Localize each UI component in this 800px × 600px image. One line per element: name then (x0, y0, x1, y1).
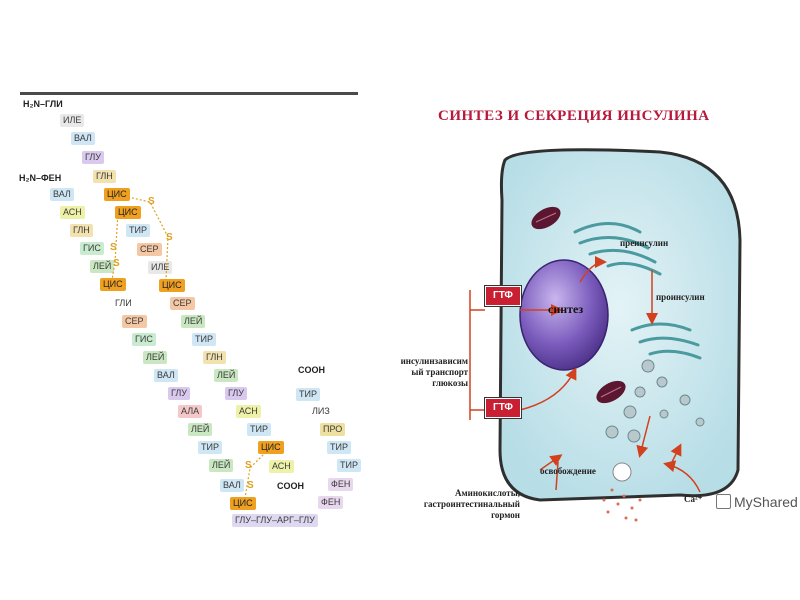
residue-b9: ГИС (132, 333, 156, 346)
residue-b4: ГИС (80, 242, 104, 255)
gtf-bottom-box: ГТФ (485, 398, 521, 418)
residue-b14: ЛЕЙ (188, 423, 213, 436)
residue-b16: ЛЕЙ (209, 459, 234, 472)
residue-c1: ТИР (296, 388, 320, 401)
residue-b19: ГЛУ–ГЛУ–АРГ–ГЛУ (232, 514, 318, 527)
n-terminus-a: H₂N–ГЛИ (23, 99, 63, 109)
flow-arrows (469, 256, 701, 493)
residue-b2: АСН (60, 206, 85, 219)
residue-b13: АЛА (178, 405, 203, 418)
transport-line-2: ый транспорт (411, 367, 468, 377)
c-terminus-b: COOH (298, 365, 325, 375)
residue-a11: СЕР (170, 297, 195, 310)
watermark: MyShared (716, 494, 798, 510)
secretory-granules (605, 359, 705, 443)
residue-c4: ТИР (327, 441, 351, 454)
residue-a17: АСН (236, 405, 261, 418)
residue-a1: ИЛЕ (60, 114, 85, 127)
gtf-top-box: ГТФ (485, 286, 521, 306)
myshared-logo-icon (716, 494, 731, 509)
residue-b10: ЛЕЙ (143, 351, 168, 364)
residue-b7: ГЛИ (112, 297, 135, 310)
residue-b8: СЕР (122, 315, 147, 328)
residue-b18: ЦИС (230, 497, 256, 510)
residue-b1: ВАЛ (50, 188, 74, 201)
mitochondrion-top (531, 206, 561, 230)
residue-c3: ПРО (320, 423, 346, 436)
residue-c5: ТИР (337, 459, 361, 472)
transport-line-1: инсулинзависим (400, 356, 468, 366)
residue-c6: ФЕН (328, 478, 354, 491)
c-terminus-a: COOH (277, 481, 304, 491)
residue-b15: ТИР (198, 441, 222, 454)
amino-acids-line-3: гормон (491, 510, 520, 520)
mitochondrion-bottom (596, 380, 626, 404)
watermark-text: MyShared (734, 494, 798, 510)
residue-a14: ГЛН (203, 351, 226, 364)
residue-b6: ЦИС (100, 278, 126, 291)
residue-a19: ЦИС (258, 441, 284, 454)
release-pore (612, 462, 632, 482)
residue-a20: АСН (269, 460, 294, 473)
residue-a2: ВАЛ (71, 132, 95, 145)
residue-c7: ФЕН (318, 496, 344, 509)
residue-c2: ЛИЗ (309, 405, 333, 418)
residue-a15: ЛЕЙ (214, 369, 239, 382)
residue-b12: ГЛУ (168, 387, 190, 400)
amino-acids-line-1: Аминокислоты, (455, 488, 520, 498)
transport-label: инсулинзависим ый транспорт глюкозы (386, 356, 468, 389)
golgi-er (573, 222, 702, 360)
release-label: освобождение (540, 466, 596, 476)
residue-a13: ТИР (192, 333, 216, 346)
diagram-title: СИНТЕЗ И СЕКРЕЦИЯ ИНСУЛИНА (438, 108, 710, 124)
disulfide-s2: S (166, 232, 173, 243)
released-granules (602, 488, 642, 522)
residue-b5: ЛЕЙ (90, 260, 115, 273)
calcium-label: Ca²⁺ (684, 494, 703, 504)
residue-a10: ЦИС (159, 279, 185, 292)
n-terminus-b: H₂N–ФЕН (19, 173, 62, 183)
residue-a3: ГЛУ (82, 151, 104, 164)
top-rule (20, 92, 358, 95)
residue-a16: ГЛУ (225, 387, 247, 400)
residue-b11: ВАЛ (154, 369, 178, 382)
residue-a12: ЛЕЙ (181, 315, 206, 328)
residue-b17: ВАЛ (220, 479, 244, 492)
residue-a18: ТИР (247, 423, 271, 436)
proinsulin-label: проинсулин (656, 292, 705, 302)
preinsulin-label: преинсулин (620, 238, 669, 248)
residue-a4: ГЛН (93, 170, 116, 183)
transport-line-3: глюкозы (432, 378, 468, 388)
synthesis-label: синтез (548, 302, 584, 316)
amino-acids-label: Аминокислоты, гастроинтестинальный гормо… (390, 488, 520, 521)
residue-b3: ГЛН (70, 224, 93, 237)
residue-a5: ЦИС (104, 188, 130, 201)
nucleus (519, 259, 609, 371)
amino-acids-line-2: гастроинтестинальный (423, 499, 520, 509)
